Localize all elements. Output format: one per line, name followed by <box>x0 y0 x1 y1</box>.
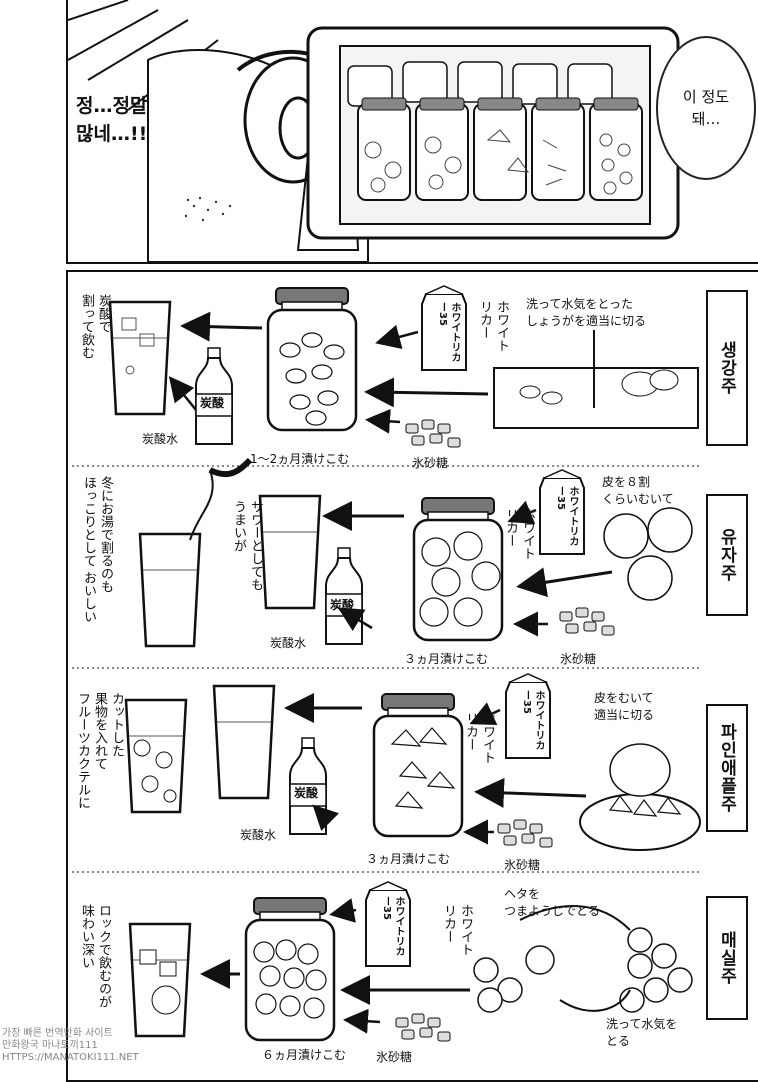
row-title-ginger: 생강주 <box>706 290 748 446</box>
row2-soak-text: ３ヵ月漬けこむ <box>404 652 489 666</box>
row4-step-text: ヘタを つまようじでとる <box>504 887 601 918</box>
row1-liquor-label: ホワイト リカー <box>477 300 509 352</box>
row1-soda-text: 炭酸水 <box>142 432 179 446</box>
row2-soda-bottle-text: 炭酸 <box>330 598 355 612</box>
row1-carton-text: ホワイトリカー35 <box>437 302 460 362</box>
row2-liquor-label: ホワイト リカー <box>503 508 535 560</box>
row4-carton-text: ホワイトリカー35 <box>381 896 404 956</box>
row2-soda-text: 炭酸水 <box>270 636 307 650</box>
row4-sugar-text: 氷砂糖 <box>376 1050 413 1064</box>
row2-step-text: 皮を８割 くらいむいて <box>602 475 674 506</box>
top-panel-art <box>68 0 680 262</box>
row4-step2-text: 洗って水気を とる <box>606 1017 678 1048</box>
row2-sugar-text: 氷砂糖 <box>560 652 597 666</box>
recipe-panel <box>66 270 758 1082</box>
shout-line-2: 많네…!! <box>76 123 148 145</box>
row3-carton-text: ホワイトリカー35 <box>521 690 544 750</box>
bubble-line-2: 돼… <box>691 110 721 128</box>
top-panel: 정…정말 많네…!! 이 정도 돼… <box>66 0 758 264</box>
row2-carton-text: ホワイトリカー35 <box>555 486 578 546</box>
row4-liquor-label: ホワイト リカー <box>441 904 473 956</box>
row2-serve2-text: 冬にお湯で割るのも ほっこりとして おいしい <box>81 476 113 624</box>
row1-step-text: 洗って水気をとった しょうがを適当に切る <box>526 297 647 328</box>
row4-serve-text: ロックで飲むのが 味わい深い <box>79 904 111 1008</box>
row-title-ume: 매실주 <box>706 896 748 1020</box>
row1-soak-text: 1～2ヵ月漬けこむ <box>250 452 350 466</box>
row3-serve-text: カットした 果物を入れて フルーツカクテルに <box>75 692 124 809</box>
row4-soak-text: ６ヵ月漬けこむ <box>262 1048 347 1062</box>
row3-sugar-text: 氷砂糖 <box>504 858 541 872</box>
row3-soak-text: ３ヵ月漬けこむ <box>366 852 451 866</box>
row3-soda-text: 炭酸水 <box>240 828 277 842</box>
row3-liquor-label: ホワイト リカー <box>463 712 495 764</box>
surprised-exclamation: 정…정말 많네…!! <box>76 92 147 148</box>
shout-line-1: 정…정말 <box>76 95 148 117</box>
speech-bubble: 이 정도 돼… <box>656 36 756 180</box>
row2-serve-text: サワーとしても うまいが <box>231 500 263 591</box>
row3-step-text: 皮をむいて 適当に切る <box>594 691 655 722</box>
row3-soda-bottle-text: 炭酸 <box>294 786 319 800</box>
row-title-pineapple: 파인애플주 <box>706 704 748 832</box>
row1-serve-text: 炭酸で 割って飲む <box>79 294 111 359</box>
row-title-yuzu: 유자주 <box>706 494 748 616</box>
bubble-line-1: 이 정도 <box>682 88 730 106</box>
row1-sugar-text: 氷砂糖 <box>412 456 449 470</box>
watermark: 가장 빠른 번역만화 사이트 만화왕국 마나토끼111 HTTPS://MANA… <box>2 1028 139 1063</box>
row1-soda-bottle-text: 炭酸 <box>200 396 225 410</box>
